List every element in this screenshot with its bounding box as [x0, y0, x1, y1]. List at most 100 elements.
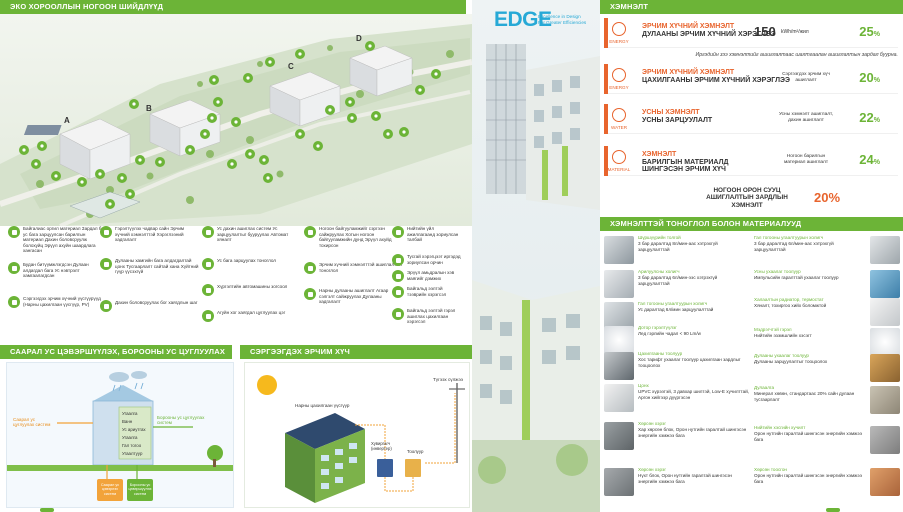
electric-meter-icon: [604, 352, 634, 380]
building-label-c: C: [288, 62, 294, 71]
sensor-light-icon: [870, 328, 900, 356]
legend-item: Агуйн хог хаягдал цуглуулах цэг: [202, 310, 301, 322]
building-a: [23, 118, 131, 180]
water-drop-icon: [612, 108, 626, 122]
legend-item: Эрүүл амьдралын хэв маягийг дэмжих: [392, 270, 463, 282]
water-meter-icon: [870, 270, 900, 298]
fixture-row: Угаалга: [122, 411, 138, 416]
building-material-icon: [8, 226, 20, 238]
window-icon: [100, 258, 112, 270]
legend-item: Ногоон байгууламжийг сэргээн сайжруулах …: [304, 226, 403, 248]
water-header: СААРАЛ УС ЦЭВЭРШҮҮЛЭХ, БОРООНЫ УС ЦУГЛУУ…: [0, 345, 232, 359]
edge-photo-strip: EDGE Excellence in Design For Greater Ef…: [472, 0, 600, 512]
building-label-d: D: [356, 34, 362, 43]
legend-item: Гэрэлтүүлэх чадвар сайн Эрчим хүчний хэм…: [100, 226, 199, 243]
accent-bar: [604, 18, 608, 48]
saving-percent: 25%: [859, 24, 880, 39]
edge-logo: EDGE Excellence in Design For Greater Ef…: [494, 8, 587, 31]
aerial-site-illustration: A B C D: [0, 14, 472, 226]
community-icon: [392, 226, 404, 238]
radiator-icon: [870, 298, 900, 326]
water-diagram-svg: [7, 363, 233, 507]
legend-item: Дахин боловсруулах бог хаягдлын шаг: [100, 300, 199, 312]
eco-car-icon: [392, 286, 404, 298]
panel-label: Нарны цахилгаан үүсгүүр: [295, 403, 350, 408]
water-recycling-diagram: Саарал ус цуглуулах систем Борооны ус цу…: [6, 362, 234, 508]
legend-item: Хүргэлтийн автомашины зогсоол: [202, 284, 301, 296]
solar-panel-icon: [8, 296, 20, 308]
legend-item: Байгальд ээлтэй гэрэл ашиглах цахилгаан …: [392, 308, 463, 325]
bicycle-icon: [392, 270, 404, 282]
solar-header: СЭРГЭЭГДЭХ ЭРЧИМ ХҮЧ: [240, 345, 472, 359]
faucet-icon: [604, 270, 634, 298]
fixture-row: Ус ариутгах: [122, 427, 146, 432]
heat-consumption-unit: kWh/m²/жил: [781, 29, 809, 35]
block-icon: [604, 422, 634, 450]
page-indicator-right: [826, 508, 840, 512]
insulation-icon: [8, 262, 20, 274]
rain-water-title: Борооны ус цуглуулах систем: [157, 415, 205, 425]
fixture-list: Угаалга Ванн Ус ариутгах Угаалга Гал тог…: [122, 410, 152, 458]
building-c: [269, 71, 341, 127]
recycle-icon: [100, 300, 112, 312]
lightning-icon: [612, 68, 626, 82]
legend-item: Нарны дулааны ашиглалт Агаар сэлгэлт сай…: [304, 288, 403, 305]
savings-note: Иргэдийн зээ хэмнэлтийг ашиглалтаас шалт…: [695, 52, 899, 58]
right-page: ХЭМНЭЛТ ENERGY ЭРЧИМ ХҮЧНИЙ ХЭМНЭЛТ ДУЛА…: [600, 0, 903, 512]
grid-label: Түгээх сүлжээ: [433, 377, 464, 382]
total-saving-percent: 20%: [814, 190, 841, 205]
building-label-a: A: [64, 116, 70, 125]
solar-diagram-svg: [257, 375, 465, 503]
kitchen-faucet-icon: [604, 302, 634, 330]
legend-item: Тусгай хэрэгцээт иргэдэд зориулсан орчин: [392, 254, 463, 266]
eco-header: ЭКО ХОРООЛЛЫН НОГООН ШИЙДЛҮҮД: [0, 0, 466, 14]
left-page: ЭКО ХОРООЛЛЫН НОГООН ШИЙДЛҮҮД: [0, 0, 472, 512]
accessibility-icon: [392, 254, 404, 266]
fixture-row: Угаалтуур: [122, 451, 143, 456]
page-indicator-left: [40, 508, 54, 512]
site-plan-svg: [0, 14, 472, 226]
inverter-label: Хувиргагч (инвертер): [371, 441, 392, 451]
legend-item: Ус бага зарцуулах тоноглол: [202, 258, 301, 270]
led-bulb-icon: [604, 326, 634, 354]
legend-item: Ус дахин ашиглах систем Ус зарцуулалтыг …: [202, 226, 301, 243]
energy-efficient-icon: [304, 262, 316, 274]
saving-row-energy-heat: ENERGY ЭРЧИМ ХҮЧНИЙ ХЭМНЭЛТ ДУЛААНЫ ЭРЧИ…: [604, 18, 898, 48]
sun-icon: [257, 375, 277, 395]
total-saving-label: НОГООН ОРОН СУУЦ АШИГЛАЛТЫН ЗАРДЛЫН ХЭМН…: [706, 187, 788, 209]
savings-header: ХЭМНЭЛТ: [600, 0, 903, 14]
trash-icon: [202, 310, 214, 322]
saving-percent: 22%: [859, 110, 880, 125]
hollow-block-icon: [604, 468, 634, 496]
saving-row-energy-electric: ENERGY ЭРЧИМ ХҮЧНИЙ ХЭМНЭЛТ ЦАХИЛГААНЫ Э…: [604, 64, 898, 94]
green-solutions-legend: Байгалиас оргил материал Зардал ба ус ба…: [8, 224, 463, 341]
legend-item: Сэргээгдэх эрчим хүчний үүсгүүрүүд (Нарн…: [8, 296, 107, 308]
lightning-icon: [612, 22, 626, 36]
gray-tank-label: Саарал ус цэвэрлэх систем: [100, 483, 120, 496]
tree-icon: [304, 226, 316, 238]
shower-head-icon: [604, 236, 634, 264]
legend-item: Нийтийн үйл ажиллагаанд зориулсан талбай: [392, 226, 463, 243]
water-reuse-icon: [202, 226, 214, 238]
building-photo: [472, 44, 600, 512]
legend-item: Байгальд ээлтэй тээврийн хэрэгсэл: [392, 286, 463, 298]
leaf-icon: [612, 150, 626, 164]
brick-icon: [870, 468, 900, 496]
fixture-row: Ванн: [122, 419, 133, 424]
lightbulb-icon: [100, 226, 112, 238]
legend-item: Байгалиас оргил материал Зардал ба ус ба…: [8, 226, 107, 254]
meter-label: Тоолуур: [407, 449, 424, 454]
